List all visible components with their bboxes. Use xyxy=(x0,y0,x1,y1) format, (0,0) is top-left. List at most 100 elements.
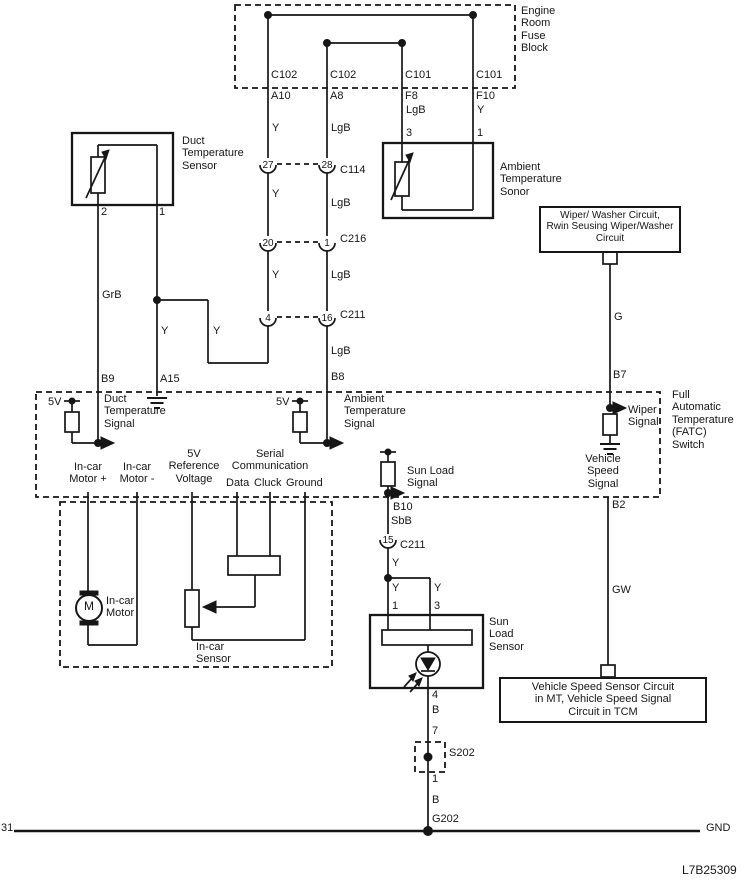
diagram-code: L7B25309 xyxy=(682,863,737,877)
inline-connector-name: C211 xyxy=(340,309,366,321)
junction-dot xyxy=(423,826,433,836)
pin-number: 3 xyxy=(434,600,441,612)
wire-color: GW xyxy=(612,584,631,596)
duct-sensor-outline xyxy=(70,131,175,207)
inline-connector-number: 28 xyxy=(321,160,333,171)
pin-number: 1 xyxy=(432,773,439,785)
connector-block xyxy=(602,251,618,265)
sun-resistor-body xyxy=(381,629,473,646)
fuse-block-label: Engine Room Fuse Block xyxy=(521,5,556,55)
connector-arc xyxy=(259,242,277,252)
signal-label: Duct Temperature Signal xyxy=(104,393,166,430)
connector-name: C101 xyxy=(405,69,432,81)
light-arrowhead xyxy=(408,672,417,682)
inline-connector-number: 20 xyxy=(262,238,274,249)
inline-connector-name: C114 xyxy=(340,164,366,176)
inline-connector-number: 27 xyxy=(262,160,274,171)
splice-outline xyxy=(414,741,446,773)
signal-label: Vehicle Speed Signal xyxy=(585,453,621,490)
ground-name: G202 xyxy=(432,813,459,825)
resistor-body xyxy=(602,413,618,436)
splice-dot xyxy=(423,752,433,762)
wire-color: LgB xyxy=(331,197,351,209)
light-arrowhead xyxy=(414,677,423,687)
connector-arc xyxy=(259,164,277,174)
signal-arrow xyxy=(612,401,628,415)
photodiode-triangle xyxy=(420,657,436,671)
connector-arc xyxy=(318,164,336,174)
thermistor-arrowhead xyxy=(405,152,414,164)
wire-color: SbB xyxy=(391,515,412,527)
serial-interface-body xyxy=(227,555,281,576)
motor-brush xyxy=(79,590,99,596)
signal-label: Wiper Signal xyxy=(628,404,659,429)
pin-number: 1 xyxy=(392,600,399,612)
thermistor-arrow xyxy=(85,152,108,199)
thermistor-body xyxy=(394,161,410,197)
pin-number: 2 xyxy=(101,206,108,218)
fatc-switch-label: Full Automatic Temperature (FATC) Switch xyxy=(672,389,734,451)
supply-label: 5V xyxy=(48,396,62,408)
fatc-pin-label: Data xyxy=(226,477,250,489)
supply-label: 5V xyxy=(276,396,290,408)
inline-connector-name: C216 xyxy=(340,233,367,245)
thermistor-arrow xyxy=(390,155,412,201)
signal-label: Ambient Temperature Signal xyxy=(344,393,406,430)
sun-sensor-outline xyxy=(368,613,485,690)
connector-block xyxy=(600,664,616,678)
wire-color: B xyxy=(432,794,440,806)
wire-color: Y xyxy=(434,582,442,594)
fuse-block-outline xyxy=(234,4,516,89)
fatc-pin-label: Ground xyxy=(286,477,323,489)
wire-color: LgB xyxy=(331,269,351,281)
connector-arc xyxy=(318,242,336,252)
inline-connector-name: C211 xyxy=(400,539,426,551)
wire-color: LgB xyxy=(406,104,426,116)
motor-brush xyxy=(79,620,99,626)
terminal-name: B9 xyxy=(101,373,115,385)
ambient-sensor-outline xyxy=(381,141,495,220)
wire-color: Y xyxy=(392,557,400,569)
wire-color: G xyxy=(614,311,623,323)
connector-name: C102 xyxy=(330,69,357,81)
duct-sensor-label: Duct Temperature Sensor xyxy=(182,135,244,172)
fatc-switch-outline xyxy=(35,391,661,498)
wire-color: LgB xyxy=(331,122,351,134)
connector-arc xyxy=(318,317,336,327)
fatc-pin-label: 5V Reference Voltage xyxy=(168,448,220,485)
thermistor-arrowhead xyxy=(101,149,110,161)
signal-arrow xyxy=(329,436,345,450)
wire-color: Y xyxy=(161,325,169,337)
terminal-name: B8 xyxy=(331,371,345,383)
signal-arrow xyxy=(390,486,406,500)
incar-assembly-outline xyxy=(59,501,333,668)
ambient-sensor-label: Ambient Temperature Sonor xyxy=(500,161,562,198)
wire-color: Y xyxy=(392,582,400,594)
wiper-circuit-box-text: Wiper/ Washer Circuit, Rwin Seusing Wipe… xyxy=(546,210,674,244)
wire-color: Y xyxy=(477,104,485,116)
connector-name: C102 xyxy=(271,69,298,81)
pin-name: A8 xyxy=(330,90,344,102)
fatc-pin-label: In-car Motor - xyxy=(119,461,155,486)
signal-arrow xyxy=(100,436,116,450)
pin-number: 7 xyxy=(432,725,439,737)
motor-letter: M xyxy=(84,599,94,613)
resistor-body xyxy=(380,461,396,487)
wire-color: Y xyxy=(272,269,280,281)
sun-load-sensor-label: Sun Load Sensor xyxy=(489,616,524,653)
circuit-number: 31 xyxy=(1,822,14,834)
splice-name: S202 xyxy=(449,747,475,759)
inline-connector-number: 4 xyxy=(265,313,271,324)
pin-name: F8 xyxy=(405,90,418,102)
resistor-body xyxy=(64,411,80,433)
fatc-pin-label: Cluck xyxy=(254,477,282,489)
terminal-name: B7 xyxy=(613,369,627,381)
pin-number: 1 xyxy=(477,127,484,139)
wire-color: Y xyxy=(272,122,280,134)
vss-circuit-box-text: Vehicle Speed Sensor Circuit in MT, Vehi… xyxy=(531,681,675,718)
wire-color: GrB xyxy=(102,289,122,301)
pin-number: 3 xyxy=(406,127,413,139)
wiper-arrowhead xyxy=(201,600,217,614)
